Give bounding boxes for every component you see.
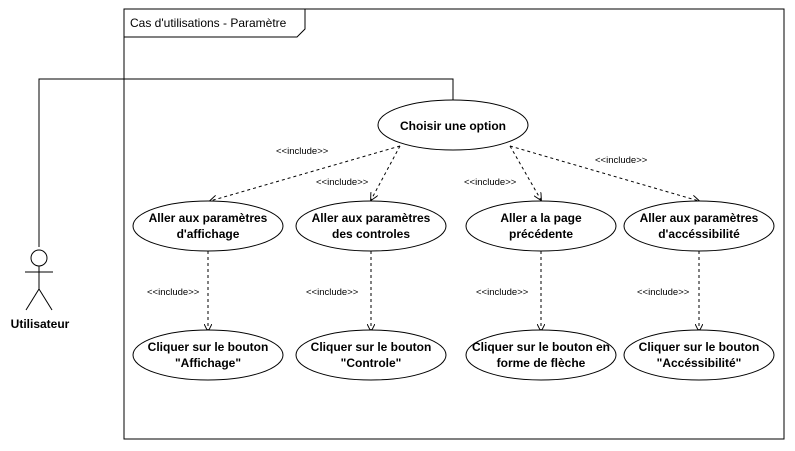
use-case-label: Cliquer sur le bouton (639, 340, 760, 354)
use-case-bouton-accessibilite[interactable]: Cliquer sur le bouton "Accéssibilité" (623, 329, 775, 381)
use-case-page-precedente[interactable]: Aller a la page précédente (465, 200, 617, 252)
include-labels: <<include>> <<include>> <<include>> <<in… (147, 146, 690, 298)
use-case-parametres-controles[interactable]: Aller aux paramètres des controles (295, 200, 447, 252)
use-case-label: précédente (509, 227, 573, 241)
use-case-label: "Affichage" (175, 356, 241, 370)
use-case-label: des controles (332, 227, 410, 241)
use-case-bouton-affichage[interactable]: Cliquer sur le bouton "Affichage" (132, 329, 284, 381)
use-case-label: Aller aux paramètres (640, 211, 759, 225)
use-case-label: "Controle" (341, 356, 402, 370)
use-case-bouton-controle[interactable]: Cliquer sur le bouton "Controle" (295, 329, 447, 381)
include-label: <<include>> (476, 287, 529, 298)
use-case-parametres-affichage[interactable]: Aller aux paramètres d'affichage (132, 200, 284, 252)
use-case-label: d'affichage (177, 227, 240, 241)
use-case-label: Cliquer sur le bouton (148, 340, 269, 354)
include-label: <<include>> (147, 287, 200, 298)
actor-head (30, 249, 48, 267)
use-case-label: Aller aux paramètres (312, 211, 431, 225)
include-relations (208, 145, 699, 331)
use-case-label: Choisir une option (400, 119, 506, 133)
use-case-label: forme de flèche (497, 356, 586, 370)
include-label: <<include>> (276, 146, 329, 157)
use-case-bouton-fleche[interactable]: Cliquer sur le bouton en forme de flèche (465, 329, 617, 381)
use-case-label: Aller a la page (500, 211, 582, 225)
actor-name: Utilisateur (11, 317, 70, 331)
frame-title: Cas d'utilisations - Paramètre (130, 16, 287, 30)
include-arrow-accessibilite (509, 145, 699, 201)
use-case-label: Cliquer sur le bouton en (472, 340, 610, 354)
include-arrow-affichage (210, 145, 401, 201)
actor-utilisateur[interactable]: Utilisateur (11, 249, 70, 331)
use-case-label: "Accéssibilité" (657, 356, 742, 370)
system-frame: Cas d'utilisations - Paramètre (123, 8, 785, 440)
use-case-choisir-option[interactable]: Choisir une option (377, 99, 529, 151)
use-case-label: d'accéssibilité (658, 227, 740, 241)
include-arrow-controles (371, 145, 401, 200)
include-label: <<include>> (316, 177, 369, 188)
include-label: <<include>> (595, 155, 648, 166)
use-case-label: Aller aux paramètres (149, 211, 268, 225)
use-case-label: Cliquer sur le bouton (311, 340, 432, 354)
include-arrow-precedente (509, 145, 541, 200)
include-label: <<include>> (306, 287, 359, 298)
use-case-parametres-accessibilite[interactable]: Aller aux paramètres d'accéssibilité (623, 200, 775, 252)
include-label: <<include>> (637, 287, 690, 298)
include-label: <<include>> (464, 177, 517, 188)
actor-association (38, 78, 454, 247)
